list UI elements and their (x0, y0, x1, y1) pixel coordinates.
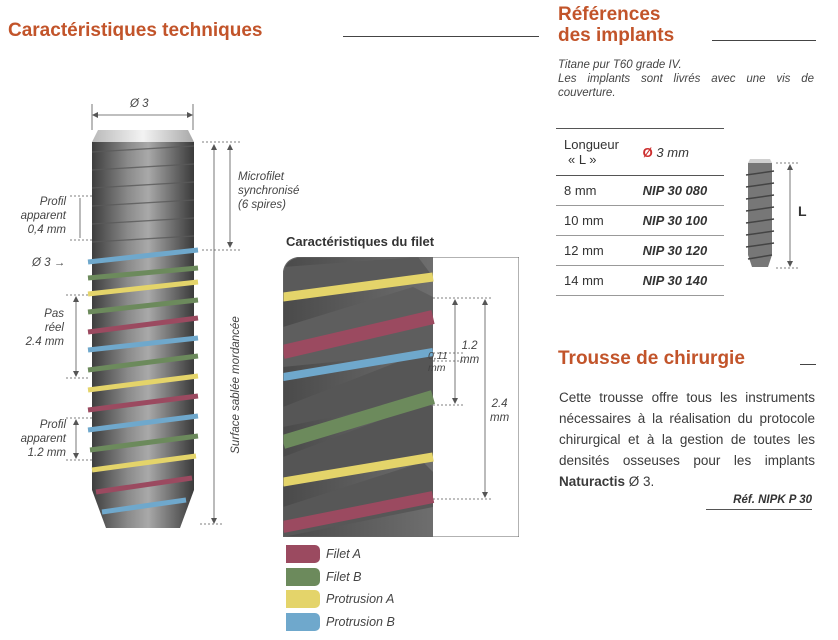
references-title: Références des implants (558, 4, 675, 46)
diameter-3-label: Ø 3 → (32, 257, 66, 269)
trousse-text: Cette trousse offre tous les instruments… (559, 390, 815, 489)
trousse-rule (800, 364, 816, 365)
header-diameter: Ø 3 mm (634, 128, 724, 176)
header-length: Longueur « L » (556, 128, 635, 176)
legend-label: Filet A (326, 547, 361, 561)
table-header-row: Longueur « L » Ø 3 mm (556, 128, 724, 176)
title-rule (343, 36, 539, 37)
profil-12-label: Profil apparent 1.2 mm (20, 419, 66, 459)
pas-reel-label: Pas réel 2.4 mm (25, 308, 64, 348)
references-note: Titane pur T60 grade IV. Les implants so… (558, 59, 814, 99)
filet-detail-illustration (283, 257, 519, 537)
table-row: 12 mm NIP 30 120 (556, 235, 724, 266)
table-row: 14 mm NIP 30 140 (556, 265, 724, 296)
legend-swatch-protrusion-b (286, 613, 320, 631)
legend-filet-a: Filet A (286, 544, 361, 564)
microfilet-label: Microfilet synchronisé (6 spires) (238, 171, 300, 211)
diameter-symbol: Ø (642, 144, 653, 160)
section-title-caracteristiques: Caractéristiques techniques (8, 20, 263, 41)
top-diameter-label: Ø 3 (130, 98, 149, 110)
legend-label: Filet B (326, 570, 362, 584)
profil-04-label: Profil apparent 0,4 mm (20, 196, 66, 236)
length-L-label: L (798, 203, 807, 219)
legend-swatch-filet-b (286, 568, 320, 586)
references-table: Longueur « L » Ø 3 mm 8 mm NIP 30 080 10… (556, 128, 724, 296)
references-rule (712, 40, 816, 41)
trousse-title: Trousse de chirurgie (558, 348, 745, 369)
table-row: 10 mm NIP 30 100 (556, 205, 724, 236)
table-row: 8 mm NIP 30 080 (556, 175, 724, 206)
trousse-ref: Réf. NIPK P 30 (706, 494, 812, 510)
small-implant-image (745, 159, 800, 269)
implant-illustration (66, 104, 240, 528)
legend-swatch-filet-a (286, 545, 320, 563)
filet-title: Caractéristiques du filet (286, 234, 435, 249)
brand-name: Naturactis (559, 474, 626, 489)
legend-label: Protrusion B (326, 615, 395, 629)
legend-protrusion-a: Protrusion A (286, 589, 394, 609)
legend-label: Protrusion A (326, 592, 395, 606)
legend-swatch-protrusion-a (286, 590, 320, 608)
legend-protrusion-b: Protrusion B (286, 612, 395, 632)
surface-label: Surface sablée mordancée (230, 316, 242, 454)
legend-filet-b: Filet B (286, 567, 361, 587)
